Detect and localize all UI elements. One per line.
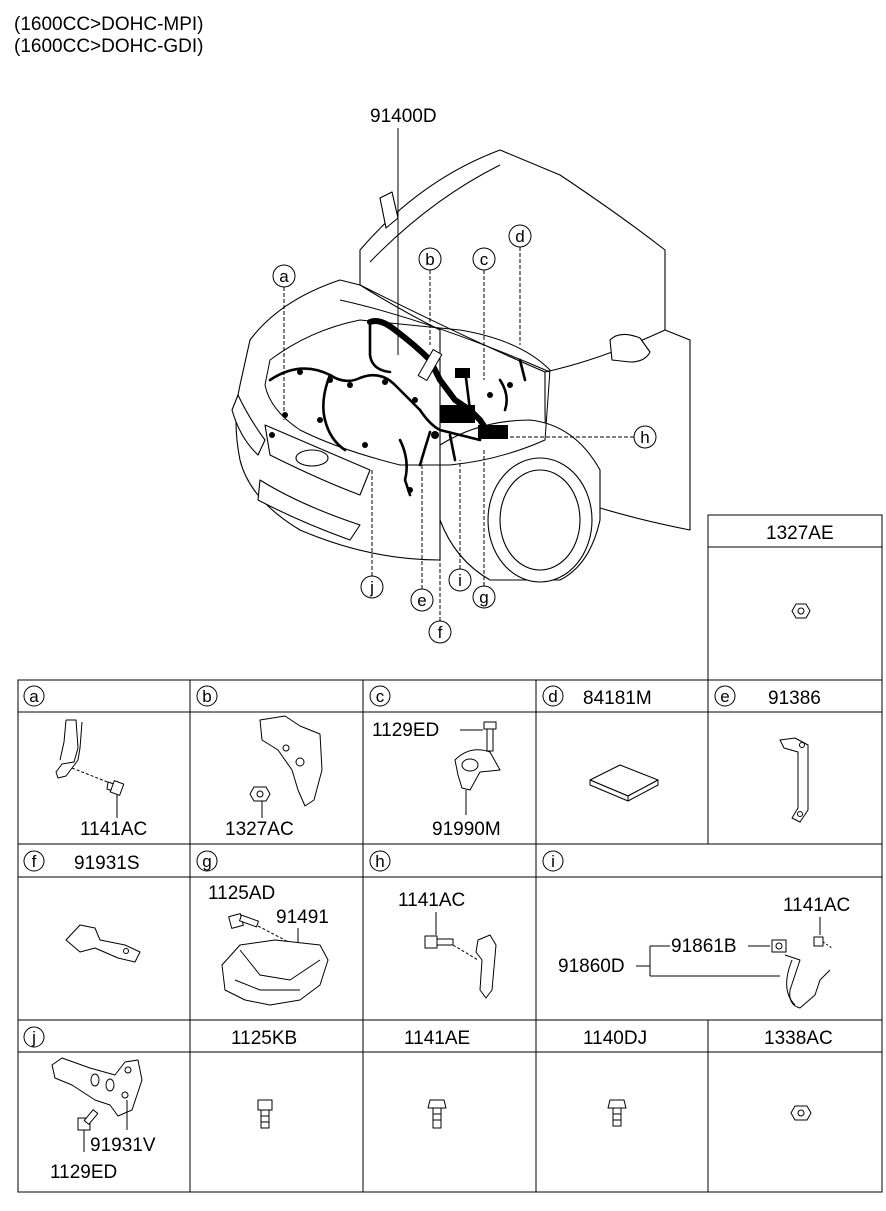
car-body [231, 149, 691, 583]
bolt-icon [106, 780, 125, 796]
svg-text:91386: 91386 [768, 688, 821, 709]
nut-icon [249, 786, 271, 802]
svg-text:1141AC: 1141AC [398, 890, 465, 911]
cell-1338AC[interactable]: 1338AC [764, 1028, 833, 1121]
svg-text:h: h [640, 428, 649, 447]
svg-text:91990M: 91990M [432, 819, 501, 840]
svg-text:c: c [480, 250, 489, 269]
cell-e[interactable]: e 91386 [714, 685, 821, 823]
cell-j[interactable]: j 91931V 1129ED [23, 1026, 156, 1183]
bracket-icon [475, 934, 497, 999]
svg-text:i: i [458, 571, 462, 590]
svg-text:1327AE: 1327AE [766, 523, 834, 544]
header-line-1: (1600CC>DOHC-MPI) [14, 14, 204, 35]
cell-1141AE[interactable]: 1141AE [404, 1028, 470, 1129]
strap-icon [779, 737, 809, 823]
callout-h[interactable]: h [505, 425, 657, 449]
svg-text:a: a [279, 267, 289, 286]
callout-f[interactable]: f [428, 455, 452, 644]
wiring-harness [268, 318, 527, 497]
svg-text:d: d [515, 227, 524, 246]
svg-text:f: f [32, 852, 37, 871]
cell-h[interactable]: h 1141AC [369, 850, 497, 999]
cell-f[interactable]: f 91931S [23, 850, 141, 963]
svg-text:1125KB: 1125KB [231, 1028, 297, 1049]
header-line-2: (1600CC>DOHC-GDI) [14, 36, 204, 57]
cell-c[interactable]: c 1129ED 91990M [369, 685, 501, 840]
cable-icon [784, 954, 831, 1009]
svg-text:g: g [479, 588, 488, 607]
bolt-icon [77, 1109, 99, 1131]
callout-d[interactable]: d [508, 224, 532, 345]
bracket-icon [51, 1057, 143, 1117]
svg-text:84181M: 84181M [583, 688, 652, 709]
bolt-icon [813, 936, 833, 949]
callout-c[interactable]: c [472, 247, 496, 380]
cell-b[interactable]: b 1327AC [196, 685, 323, 840]
clip-icon [454, 749, 501, 791]
svg-text:b: b [202, 687, 211, 706]
svg-text:1129ED: 1129ED [372, 720, 439, 741]
callout-g[interactable]: g [472, 450, 496, 609]
callout-i[interactable]: i [448, 460, 472, 592]
svg-text:e: e [417, 591, 426, 610]
svg-text:91931S: 91931S [74, 853, 140, 874]
svg-text:1140DJ: 1140DJ [583, 1028, 647, 1049]
svg-text:d: d [548, 687, 557, 706]
engine-bay-illustration: 91400D a b c d h j e f [231, 106, 691, 644]
cell-1125KB[interactable]: 1125KB [231, 1028, 297, 1129]
cover-icon [221, 939, 329, 1006]
bracket-icon [259, 715, 323, 807]
cell-1140DJ[interactable]: 1140DJ [583, 1028, 647, 1127]
bolt-icon [228, 913, 259, 929]
svg-text:91861B: 91861B [671, 936, 737, 957]
svg-text:j: j [31, 1028, 36, 1047]
harness-label: 91400D [370, 106, 437, 127]
bolt-icon [607, 1099, 627, 1127]
svg-text:j: j [369, 578, 374, 597]
svg-text:91491: 91491 [276, 907, 329, 928]
cell-1327AE[interactable]: 1327AE [707, 514, 883, 681]
svg-text:1141AC: 1141AC [783, 895, 850, 916]
callout-a[interactable]: a [272, 264, 296, 420]
pad-icon [589, 764, 659, 802]
svg-text:c: c [376, 687, 385, 706]
svg-text:1338AC: 1338AC [764, 1028, 833, 1049]
svg-text:i: i [551, 852, 555, 871]
bolt-icon [427, 1099, 447, 1129]
svg-text:1141AE: 1141AE [404, 1028, 470, 1049]
terminal-icon [771, 939, 787, 953]
svg-text:1129ED: 1129ED [50, 1162, 117, 1183]
cell-d[interactable]: d 84181M [542, 685, 659, 802]
cell-a[interactable]: a 1141AC [23, 685, 147, 840]
callout-b[interactable]: b [418, 247, 442, 345]
svg-text:a: a [29, 687, 39, 706]
svg-text:91860D: 91860D [558, 956, 625, 977]
bracket-icon [65, 924, 141, 963]
cell-i[interactable]: i 1141AC 91861B 91860D [542, 850, 850, 1009]
bolt-icon [483, 721, 497, 752]
svg-text:1327AC: 1327AC [225, 819, 294, 840]
nut-icon [790, 1105, 812, 1121]
svg-text:b: b [425, 250, 434, 269]
callout-j[interactable]: j [360, 468, 384, 599]
svg-text:g: g [202, 852, 211, 871]
cell-g[interactable]: g 1125AD 91491 [196, 850, 329, 1006]
svg-text:91931V: 91931V [90, 1135, 156, 1156]
svg-text:1125AD: 1125AD [208, 883, 275, 904]
bolt-icon [257, 1099, 273, 1129]
bracket-icon [55, 719, 83, 779]
nut-icon [791, 603, 811, 619]
svg-text:1141AC: 1141AC [80, 819, 147, 840]
callout-e[interactable]: e [410, 462, 434, 612]
bolt-icon [424, 935, 454, 949]
svg-text:h: h [375, 852, 384, 871]
svg-text:e: e [720, 687, 729, 706]
svg-text:f: f [438, 623, 443, 642]
